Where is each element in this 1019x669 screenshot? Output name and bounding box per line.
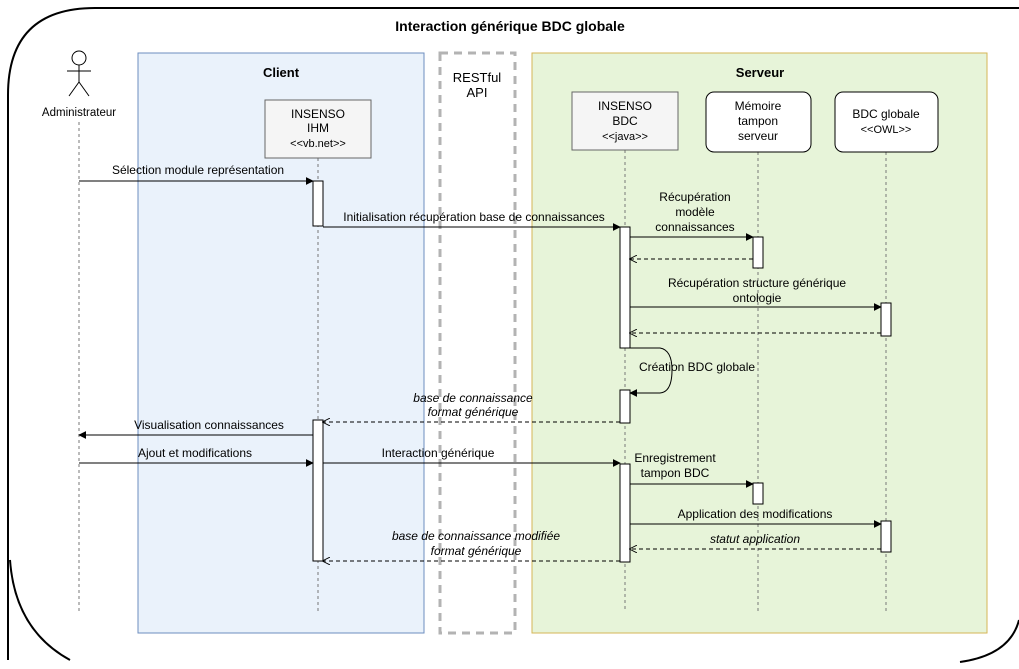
svg-text:<<java>>: <<java>> — [602, 131, 648, 143]
participant-memoire-tampon: Mémoire tampon serveur — [705, 91, 812, 153]
actor-label: Administrateur — [42, 107, 116, 119]
activation-ihm-2 — [312, 419, 324, 562]
svg-text:BDC: BDC — [612, 114, 638, 128]
outer-frame-right — [959, 619, 1019, 663]
label-m3-line2: modèle — [675, 205, 715, 219]
api-swimlane-title-line2: API — [467, 85, 488, 100]
activation-owl-1 — [880, 302, 892, 337]
svg-text:Mémoire: Mémoire — [735, 99, 782, 113]
actor-administrateur — [67, 50, 91, 97]
label-m11: Application des modifications — [678, 507, 833, 521]
svg-text:BDC globale: BDC globale — [852, 107, 920, 121]
outer-frame — [7, 7, 1019, 661]
label-m4-line2: ontologie — [733, 291, 782, 305]
participant-bdc-globale: BDC globale <<OWL>> — [834, 91, 939, 153]
label-m8: Ajout et modifications — [138, 446, 252, 460]
participant-ihm: INSENSO IHM <<vb.net>> — [264, 99, 372, 159]
label-m7: Visualisation connaissances — [134, 418, 284, 432]
label-m10-line2: tampon BDC — [641, 466, 710, 480]
api-swimlane-title-line1: RESTful — [453, 70, 502, 85]
label-m3-line1: Récupération — [659, 190, 730, 204]
activation-bdc-2 — [619, 389, 631, 424]
diagram-title: Interaction générique BDC globale — [395, 18, 625, 34]
label-m2: Initialisation récupération base de conn… — [343, 210, 605, 224]
activation-memoire-1 — [752, 236, 764, 269]
activation-memoire-2 — [752, 482, 764, 505]
client-swimlane-title: Client — [263, 65, 300, 80]
label-m6-line2: format générique — [428, 405, 519, 419]
svg-text:<<vb.net>>: <<vb.net>> — [290, 138, 346, 150]
activation-bdc-1 — [619, 226, 631, 349]
label-m4-line1: Récupération structure générique — [668, 276, 846, 290]
label-m3-line3: connaissances — [655, 220, 734, 234]
svg-text:INSENSO: INSENSO — [598, 99, 652, 113]
activation-owl-2 — [880, 520, 892, 553]
label-m6-line1: base de connaissance — [413, 391, 533, 405]
svg-text:INSENSO: INSENSO — [291, 107, 345, 121]
svg-text:serveur: serveur — [738, 129, 778, 143]
label-m12: statut application — [710, 532, 800, 546]
label-m9: Interaction générique — [382, 446, 495, 460]
label-m10-line1: Enregistrement — [634, 451, 716, 465]
participant-bdc: INSENSO BDC <<java>> — [571, 91, 679, 151]
activation-bdc-3 — [619, 463, 631, 563]
arrow-m5-self — [629, 347, 673, 397]
svg-text:IHM: IHM — [307, 121, 329, 135]
api-swimlane — [438, 51, 517, 635]
activation-ihm-1 — [312, 180, 324, 227]
label-m5: Création BDC globale — [639, 360, 755, 374]
svg-text:tampon: tampon — [738, 114, 778, 128]
label-m13-line1: base de connaissance modifiée — [392, 529, 560, 543]
svg-text:<<OWL>>: <<OWL>> — [861, 124, 912, 136]
label-m13-line2: format générique — [431, 544, 522, 558]
serveur-swimlane-title: Serveur — [736, 65, 784, 80]
label-m1: Sélection module représentation — [112, 163, 284, 177]
